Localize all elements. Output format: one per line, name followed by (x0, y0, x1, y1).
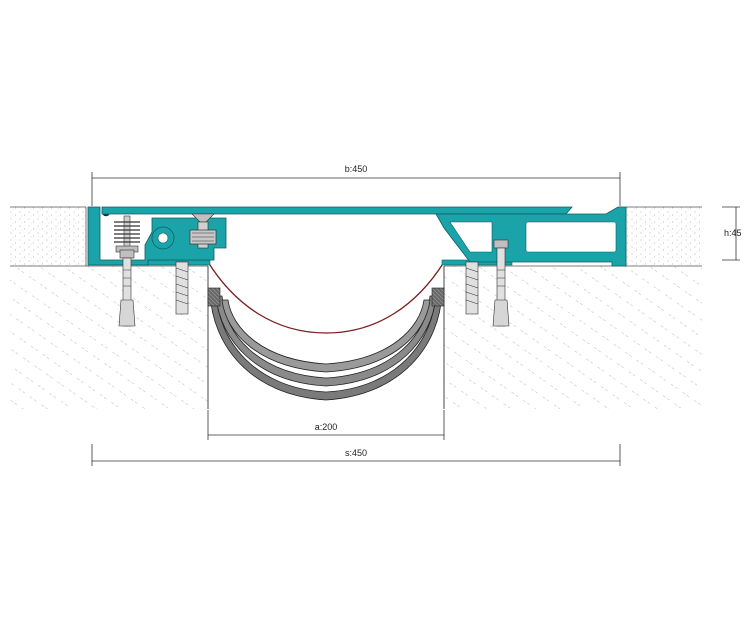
waterproof-membrane (207, 261, 445, 334)
screw-anchor-right (465, 261, 479, 315)
right-concrete (444, 266, 702, 409)
bolt-assembly (189, 213, 217, 249)
seal-layer-inner (221, 299, 431, 373)
coil-spring (114, 221, 140, 243)
left-concrete (10, 266, 208, 409)
expansion-anchor-right (492, 239, 510, 327)
dimension-a: a:200 (207, 410, 445, 440)
seal-right-clamp (431, 287, 445, 307)
left-substrate (10, 206, 209, 409)
rubber-seal (207, 287, 445, 401)
base-plates (147, 259, 513, 266)
right-screed (626, 207, 702, 266)
anchors-right (465, 239, 510, 327)
dimension-s-label: s:450 (345, 448, 367, 458)
cover-plate (101, 206, 573, 215)
dimension-h: h:45 (722, 206, 742, 261)
dimension-b-label: b:450 (345, 164, 368, 174)
expansion-anchor-left (118, 249, 136, 327)
dimension-h-label: h:45 (724, 228, 742, 238)
right-substrate (443, 206, 702, 409)
left-screed (10, 207, 86, 266)
dimension-a-label: a:200 (315, 422, 338, 432)
anchors-left (118, 249, 189, 327)
right-profile (435, 206, 627, 267)
dimension-s: s:450 (91, 444, 621, 466)
left-profile (87, 206, 227, 266)
dimension-b: b:450 (91, 164, 621, 206)
seal-left-clamp (207, 287, 221, 307)
screw-anchor-left (175, 261, 189, 315)
